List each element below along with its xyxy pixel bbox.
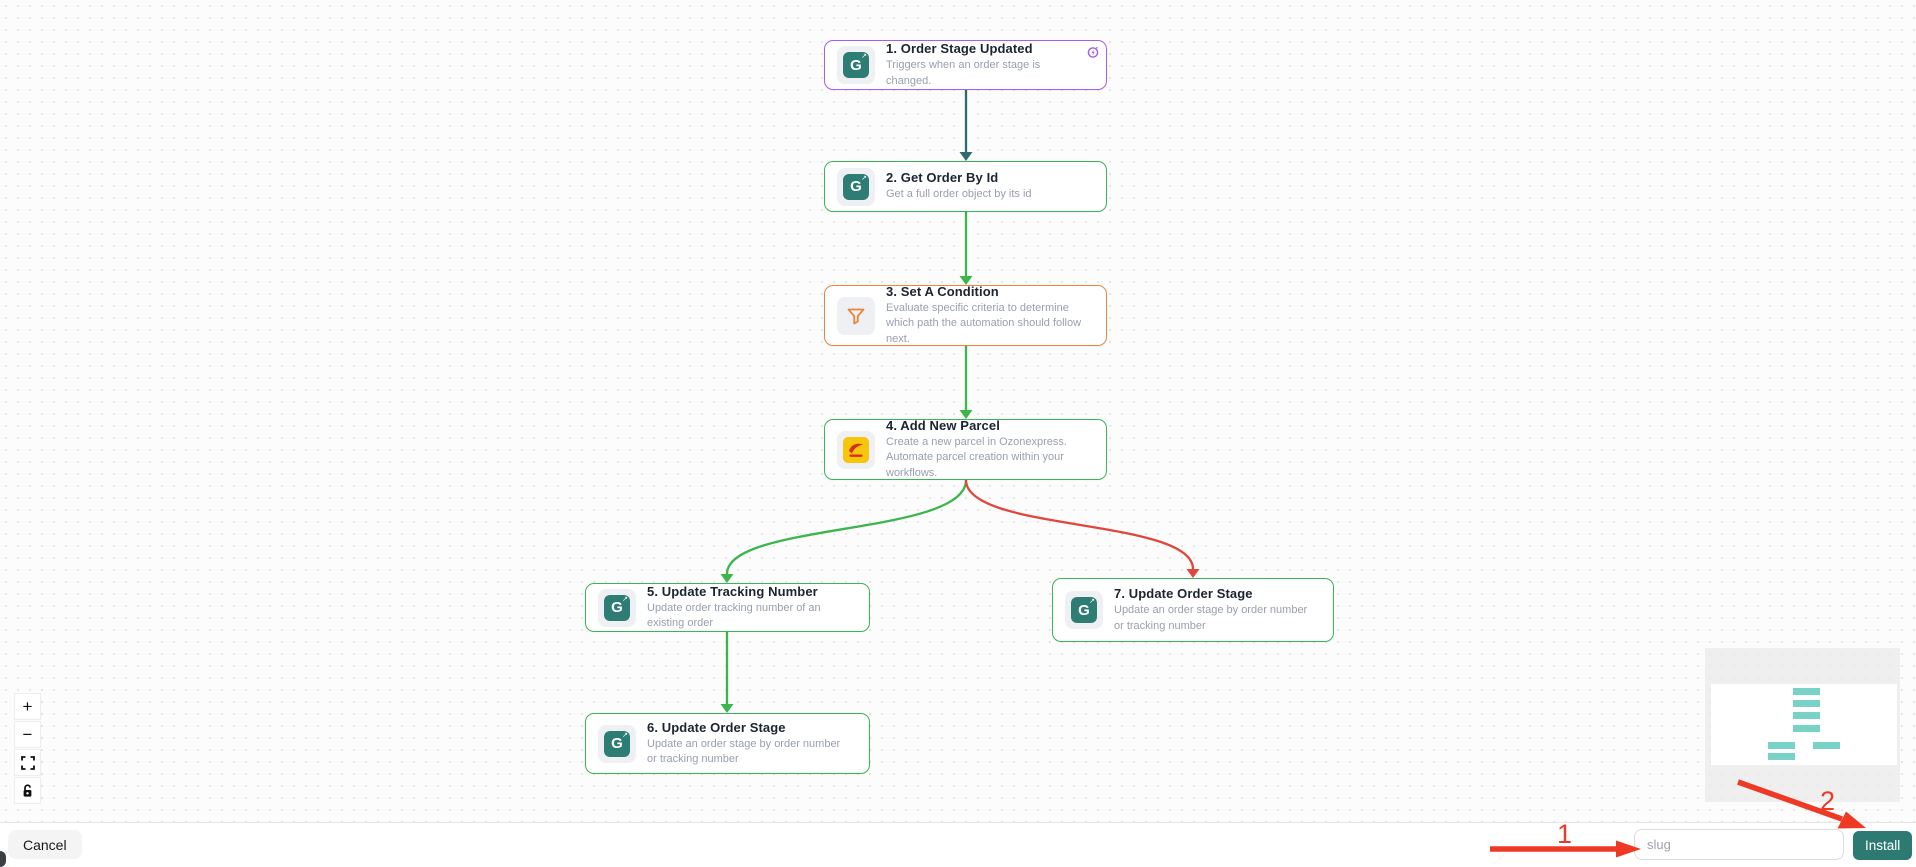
- node-icon-badge: G ↗: [598, 588, 636, 627]
- trigger-bolt-icon: [1087, 46, 1099, 64]
- node-icon-badge: [837, 296, 875, 335]
- node-title: 6. Update Order Stage: [647, 719, 786, 735]
- node-title: 1. Order Stage Updated: [886, 41, 1033, 57]
- node-icon-badge: G ↗: [837, 46, 875, 84]
- cancel-button[interactable]: Cancel: [8, 830, 82, 859]
- node-description: Triggers when an order stage is changed.: [886, 59, 1041, 87]
- edge-1-2: [959, 90, 973, 161]
- node-description: Update an order stage by order number or…: [647, 737, 841, 765]
- node-update-tracking-number[interactable]: G ↗ 5. Update Tracking Number Update ord…: [585, 583, 870, 632]
- edge-5-6: [720, 632, 734, 713]
- edge-2-3: [959, 212, 973, 285]
- edge-3-4: [959, 346, 973, 419]
- node-icon-badge: G ↗: [1065, 591, 1103, 629]
- g-arrow-mark: ↗: [622, 731, 628, 739]
- node-icon-badge: [837, 430, 875, 469]
- genuka-g-icon: G ↗: [843, 173, 869, 200]
- node-title: 4. Add New Parcel: [886, 417, 1000, 433]
- node-get-order-by-id[interactable]: G ↗ 2. Get Order By Id Get a full order …: [824, 161, 1107, 212]
- minimap-node-4: [1793, 725, 1820, 732]
- node-title: 3. Set A Condition: [886, 283, 999, 299]
- node-add-new-parcel[interactable]: 4. Add New Parcel Create a new parcel in…: [824, 417, 1107, 480]
- filter-funnel-icon: [847, 308, 865, 324]
- node-title: 2. Get Order By Id: [886, 170, 999, 186]
- lock-button[interactable]: [14, 777, 41, 804]
- plus-icon: +: [22, 696, 33, 716]
- g-arrow-mark: ↗: [861, 53, 867, 60]
- node-description: Get a full order object by its id: [886, 188, 1032, 201]
- node-title: 7. Update Order Stage: [1114, 586, 1253, 602]
- partial-edge-element: [0, 851, 6, 867]
- g-letter: G: [611, 735, 623, 752]
- g-letter: G: [850, 56, 862, 74]
- genuka-g-icon: G ↗: [604, 594, 630, 621]
- edge-4-5: [720, 479, 968, 583]
- fit-view-icon: [20, 755, 35, 770]
- slug-input[interactable]: [1634, 829, 1844, 860]
- genuka-g-icon: G ↗: [604, 730, 630, 757]
- zoom-out-button[interactable]: −: [14, 721, 41, 748]
- genuka-g-icon: G ↗: [1071, 597, 1097, 623]
- edge-4-7: [964, 479, 1200, 578]
- g-arrow-mark: ↗: [622, 595, 628, 603]
- node-set-a-condition[interactable]: 3. Set A Condition Evaluate specific cri…: [824, 283, 1107, 346]
- node-icon-badge: G ↗: [837, 167, 875, 206]
- zoom-in-button[interactable]: +: [14, 693, 41, 720]
- node-title: 5. Update Tracking Number: [647, 583, 818, 599]
- minimap-node-1: [1793, 688, 1820, 695]
- genuka-g-icon: G ↗: [843, 52, 869, 78]
- canvas-controls: + −: [14, 693, 41, 804]
- unlock-icon: [23, 783, 32, 797]
- node-update-order-stage-6[interactable]: G ↗ 6. Update Order Stage Update an orde…: [585, 713, 870, 774]
- g-letter: G: [850, 178, 862, 195]
- node-icon-badge: G ↗: [598, 724, 636, 763]
- footer-bar: Cancel Install: [0, 822, 1916, 867]
- g-arrow-mark: ↗: [1089, 598, 1095, 605]
- node-description: Evaluate specific criteria to determine …: [886, 301, 1082, 345]
- g-letter: G: [1078, 601, 1090, 619]
- node-update-order-stage-7[interactable]: G ↗ 7. Update Order Stage Update an orde…: [1052, 578, 1334, 642]
- minimap-node-3: [1793, 712, 1820, 719]
- g-letter: G: [611, 599, 623, 616]
- minimap-node-5: [1768, 742, 1795, 749]
- minimap[interactable]: [1705, 648, 1900, 802]
- node-description: Update an order stage by order number or…: [1114, 604, 1308, 632]
- node-description: Update order tracking number of an exist…: [647, 601, 821, 629]
- minimap-node-7: [1813, 742, 1840, 749]
- minimap-node-6: [1768, 753, 1795, 760]
- node-description: Create a new parcel in Ozonexpress. Auto…: [886, 435, 1067, 479]
- install-button[interactable]: Install: [1853, 831, 1913, 860]
- minimap-node-2: [1793, 700, 1820, 707]
- minus-icon: −: [22, 724, 33, 744]
- fit-view-button[interactable]: [14, 749, 41, 776]
- node-order-stage-updated[interactable]: G ↗ 1. Order Stage Updated Triggers when…: [824, 40, 1107, 90]
- ozonexpress-icon: [843, 436, 869, 463]
- g-arrow-mark: ↗: [861, 174, 867, 182]
- minimap-viewport[interactable]: [1711, 684, 1897, 765]
